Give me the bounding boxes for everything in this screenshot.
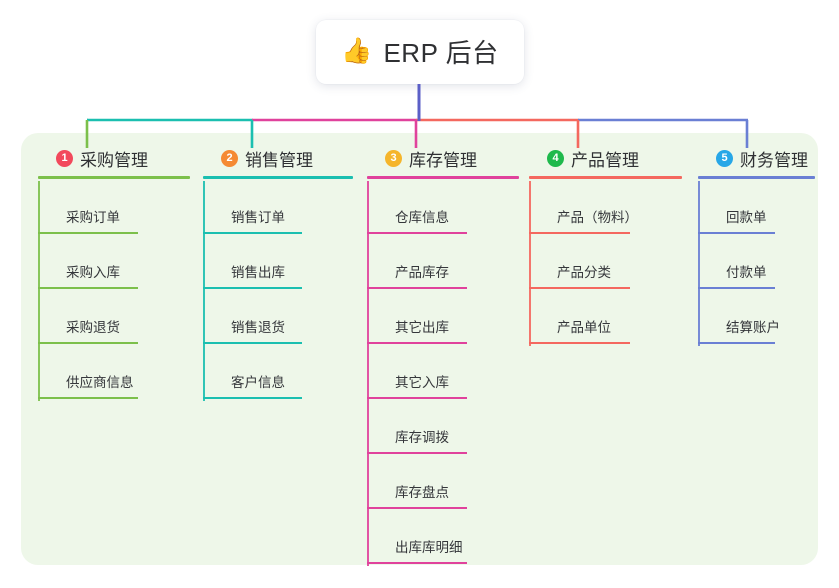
branch-item-label: 产品单位 bbox=[557, 320, 611, 335]
branch-header-3[interactable]: 3 库存管理 bbox=[367, 145, 519, 171]
branch-item-label: 客户信息 bbox=[231, 375, 285, 390]
branch-item-underline bbox=[38, 397, 138, 399]
branch-underline bbox=[529, 176, 682, 179]
branch-item[interactable]: 产品（物料） bbox=[529, 179, 682, 234]
branch-item-label: 供应商信息 bbox=[66, 375, 134, 390]
branch-header-2[interactable]: 2 销售管理 bbox=[203, 145, 353, 171]
branch-item[interactable]: 其它入库 bbox=[367, 344, 519, 399]
branch-item-underline bbox=[367, 397, 467, 399]
branch-item[interactable]: 结算账户 bbox=[698, 289, 815, 344]
branch-title: 销售管理 bbox=[245, 150, 313, 170]
branch-item-underline bbox=[529, 287, 630, 289]
branch-item-label: 采购入库 bbox=[66, 265, 120, 280]
branch-item-underline bbox=[367, 342, 467, 344]
branch-item[interactable]: 付款单 bbox=[698, 234, 815, 289]
branch-item-label: 产品（物料） bbox=[557, 210, 638, 225]
branch-number-badge: 4 bbox=[547, 149, 564, 167]
thumbs-up-emoji: 👍 bbox=[341, 36, 373, 65]
root-node-card[interactable]: 👍 ERP 后台 bbox=[316, 20, 524, 84]
branch-item-underline bbox=[38, 342, 138, 344]
branch-title: 产品管理 bbox=[571, 150, 639, 170]
branch-item-underline bbox=[367, 452, 467, 454]
branch-column-5: 5 财务管理回款单付款单结算账户 bbox=[698, 145, 815, 344]
branch-item-underline bbox=[367, 562, 467, 564]
branch-title: 财务管理 bbox=[740, 150, 808, 170]
branch-item-underline bbox=[38, 232, 138, 234]
branch-underline bbox=[367, 176, 519, 179]
branch-underline bbox=[38, 176, 190, 179]
branch-item[interactable]: 仓库信息 bbox=[367, 179, 519, 234]
branch-title: 库存管理 bbox=[409, 150, 477, 170]
branch-header-4[interactable]: 4 产品管理 bbox=[529, 145, 682, 171]
branch-item[interactable]: 销售订单 bbox=[203, 179, 353, 234]
root-node-content: 👍 ERP 后台 bbox=[341, 33, 498, 70]
branch-column-4: 4 产品管理产品（物料） 产品分类产品单位 bbox=[529, 145, 682, 344]
branch-item-label: 其它出库 bbox=[395, 320, 449, 335]
branch-item[interactable]: 供应商信息 bbox=[38, 344, 190, 399]
branch-item[interactable]: 产品分类 bbox=[529, 234, 682, 289]
branch-item-label: 库存盘点 bbox=[395, 485, 449, 500]
branch-item[interactable]: 采购入库 bbox=[38, 234, 190, 289]
root-node-label: ERP 后台 bbox=[383, 37, 499, 68]
branch-item-label: 库存调拨 bbox=[395, 430, 449, 445]
branch-item[interactable]: 回款单 bbox=[698, 179, 815, 234]
branch-item-underline bbox=[203, 342, 302, 344]
branch-number-badge: 2 bbox=[221, 149, 238, 167]
branch-item-label: 回款单 bbox=[726, 210, 767, 225]
branch-column-2: 2 销售管理销售订单销售出库销售退货客户信息 bbox=[203, 145, 353, 399]
branch-item-underline bbox=[203, 287, 302, 289]
branch-item-underline bbox=[698, 342, 775, 344]
branch-underline bbox=[203, 176, 353, 179]
branch-item[interactable]: 产品单位 bbox=[529, 289, 682, 344]
branch-item-label: 销售退货 bbox=[231, 320, 285, 335]
branch-item-underline bbox=[698, 287, 775, 289]
branch-item-underline bbox=[367, 232, 467, 234]
branch-item-label: 其它入库 bbox=[395, 375, 449, 390]
branch-item[interactable]: 采购订单 bbox=[38, 179, 190, 234]
branch-header-1[interactable]: 1 采购管理 bbox=[38, 145, 190, 171]
branch-item[interactable]: 库存调拨 bbox=[367, 399, 519, 454]
branch-number-badge: 3 bbox=[385, 149, 402, 167]
branch-item-label: 付款单 bbox=[726, 265, 767, 280]
branch-item[interactable]: 销售出库 bbox=[203, 234, 353, 289]
branch-item-underline bbox=[367, 507, 467, 509]
branch-header-5[interactable]: 5 财务管理 bbox=[698, 145, 815, 171]
branch-number-badge: 1 bbox=[56, 149, 73, 167]
branch-item-label: 仓库信息 bbox=[395, 210, 449, 225]
branch-item-underline bbox=[203, 397, 302, 399]
branch-item[interactable]: 采购退货 bbox=[38, 289, 190, 344]
branch-column-3: 3 库存管理仓库信息产品库存其它出库其它入库库存调拨库存盘点出库库明细 bbox=[367, 145, 519, 564]
branch-item-label: 销售订单 bbox=[231, 210, 285, 225]
branch-item[interactable]: 出库库明细 bbox=[367, 509, 519, 564]
branch-column-1: 1 采购管理采购订单采购入库采购退货供应商信息 bbox=[38, 145, 190, 399]
branch-item-label: 采购退货 bbox=[66, 320, 120, 335]
branch-underline bbox=[698, 176, 815, 179]
branch-item-label: 出库库明细 bbox=[395, 540, 463, 555]
branch-item[interactable]: 产品库存 bbox=[367, 234, 519, 289]
branch-title: 采购管理 bbox=[80, 150, 148, 170]
branch-item[interactable]: 库存盘点 bbox=[367, 454, 519, 509]
branch-item-underline bbox=[38, 287, 138, 289]
branch-item[interactable]: 销售退货 bbox=[203, 289, 353, 344]
branch-item-underline bbox=[698, 232, 775, 234]
branch-item-label: 销售出库 bbox=[231, 265, 285, 280]
branch-item-underline bbox=[529, 232, 630, 234]
branch-number-badge: 5 bbox=[716, 149, 733, 167]
branch-item-label: 采购订单 bbox=[66, 210, 120, 225]
branch-item-underline bbox=[367, 287, 467, 289]
branch-item-label: 结算账户 bbox=[726, 320, 780, 335]
branch-item-label: 产品分类 bbox=[557, 265, 611, 280]
branches-panel bbox=[21, 133, 818, 565]
branch-item[interactable]: 客户信息 bbox=[203, 344, 353, 399]
branch-item[interactable]: 其它出库 bbox=[367, 289, 519, 344]
branch-item-underline bbox=[203, 232, 302, 234]
branch-item-underline bbox=[529, 342, 630, 344]
branch-item-label: 产品库存 bbox=[395, 265, 449, 280]
